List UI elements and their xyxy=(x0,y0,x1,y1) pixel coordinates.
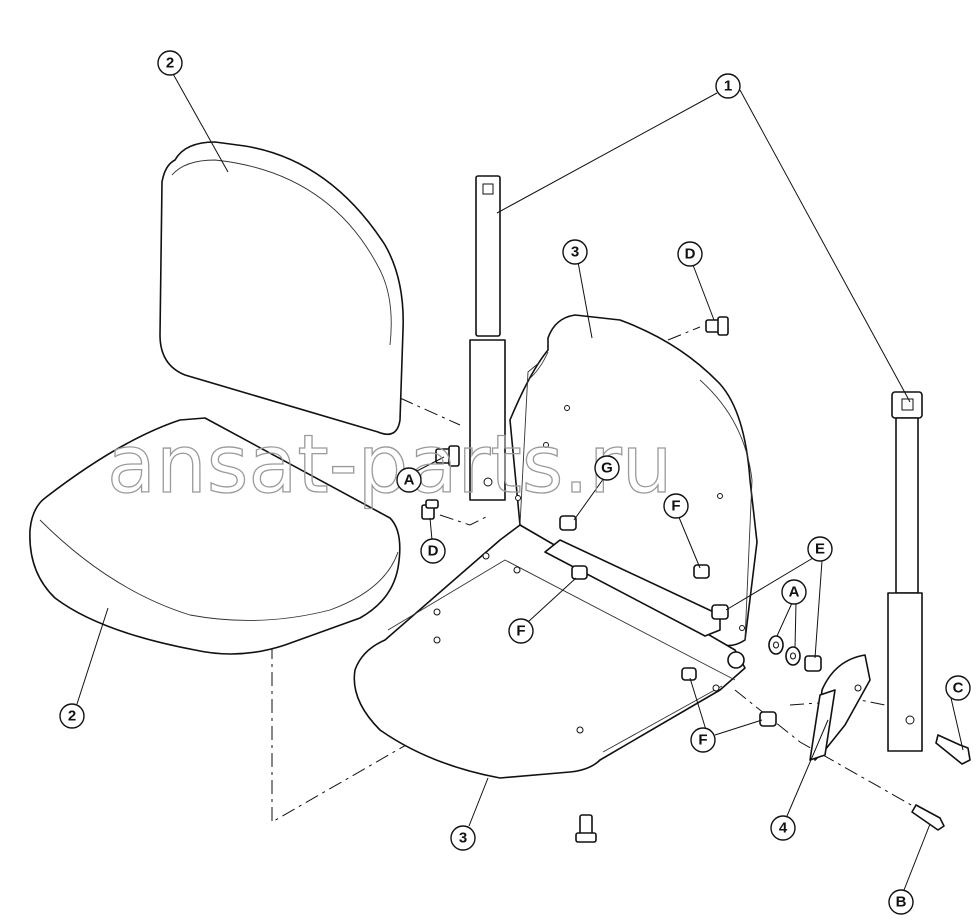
svg-text:3: 3 xyxy=(459,830,467,847)
svg-text:1: 1 xyxy=(724,78,732,95)
callout-D-top: D xyxy=(677,241,703,267)
callout-part-1: 1 xyxy=(715,73,741,99)
callout-F-lower: F xyxy=(690,727,716,753)
callout-C: C xyxy=(945,675,971,701)
callout-F-upper: F xyxy=(663,493,689,519)
hardware xyxy=(421,316,971,843)
svg-text:G: G xyxy=(601,460,613,477)
back-cushion xyxy=(159,141,404,436)
callout-part-4: 4 xyxy=(770,815,796,841)
strap-left xyxy=(469,175,506,501)
callout-A-left: A xyxy=(396,467,422,493)
svg-text:4: 4 xyxy=(779,820,788,837)
seat-cushion xyxy=(29,417,401,655)
strap-right xyxy=(887,391,923,752)
svg-text:3: 3 xyxy=(571,244,579,261)
svg-text:D: D xyxy=(685,246,696,263)
callout-part-2-seat: 2 xyxy=(59,703,85,729)
seat-pan xyxy=(353,524,746,779)
callout-G: G xyxy=(594,455,620,481)
svg-text:A: A xyxy=(789,584,800,601)
leader-lines xyxy=(76,71,964,891)
callout-part-2-back: 2 xyxy=(157,50,183,76)
callout-A-right: A xyxy=(781,579,807,605)
svg-text:F: F xyxy=(698,732,707,749)
callout-part-3-back: 3 xyxy=(562,239,588,265)
svg-text:F: F xyxy=(516,623,525,640)
callout-F-seat: F xyxy=(508,618,534,644)
svg-text:D: D xyxy=(428,543,439,560)
callout-D-left: D xyxy=(420,538,446,564)
callout-B: B xyxy=(888,889,914,915)
svg-text:C: C xyxy=(953,680,964,697)
svg-text:A: A xyxy=(404,472,415,489)
callout-E: E xyxy=(807,536,833,562)
seat-back-plate xyxy=(509,314,758,647)
svg-text:2: 2 xyxy=(68,708,76,725)
bracket xyxy=(809,654,871,761)
watermark: ansat-parts.ru xyxy=(107,418,672,511)
svg-text:F: F xyxy=(671,498,680,515)
svg-text:2: 2 xyxy=(166,55,174,72)
callout-part-3-seat: 3 xyxy=(450,825,476,851)
svg-text:B: B xyxy=(896,894,907,911)
svg-text:E: E xyxy=(815,541,825,558)
